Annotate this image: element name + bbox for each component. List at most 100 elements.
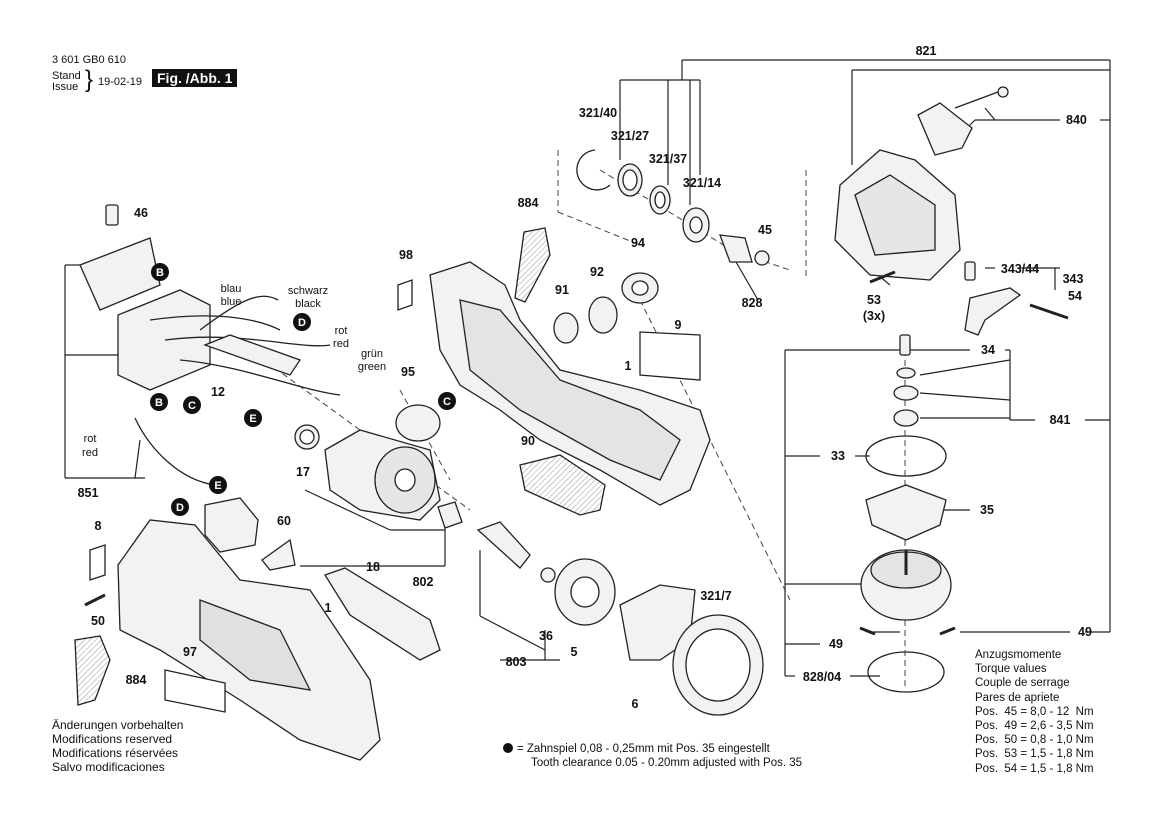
marker-e1-text: E bbox=[249, 413, 256, 425]
marker-e1: E bbox=[244, 409, 262, 427]
label-9-part bbox=[639, 331, 701, 381]
label-45: 45 bbox=[758, 223, 772, 237]
label-33: 33 bbox=[831, 449, 845, 463]
torque-values-table: Anzugsmomente Torque values Couple de se… bbox=[975, 648, 1094, 776]
label-821: 821 bbox=[916, 44, 937, 58]
marker-d1: D bbox=[293, 313, 311, 331]
wire-green: green bbox=[358, 361, 386, 373]
label-17: 17 bbox=[296, 465, 310, 479]
switch-lever-60 bbox=[261, 538, 296, 571]
label-1-top: 1 bbox=[625, 359, 632, 373]
torque-title-fr: Couple de serrage bbox=[975, 677, 1070, 690]
part-number: 3 601 GB0 610 bbox=[52, 54, 127, 66]
tooth-clearance-de-row: = Zahnspiel 0,08 - 0,25mm mit Pos. 35 ei… bbox=[503, 742, 802, 756]
wire-labels: blau blue schwarz black rot red grün gre… bbox=[82, 283, 386, 459]
spindle-part bbox=[476, 521, 531, 569]
label-92: 92 bbox=[590, 265, 604, 279]
label-95: 95 bbox=[401, 365, 415, 379]
label-802: 802 bbox=[413, 575, 434, 589]
marker-b2: B bbox=[150, 393, 168, 411]
label-1-bottom: 1 bbox=[325, 601, 332, 615]
torque-row: Pos. 53 = 1,5 - 1,8 Nm bbox=[975, 748, 1094, 761]
grill-884-top bbox=[514, 227, 551, 303]
label-321-27: 321/27 bbox=[611, 129, 649, 143]
connector-markers: B C D E B C D E bbox=[150, 263, 456, 516]
label-828-04: 828/04 bbox=[803, 670, 841, 684]
marker-e2-text: E bbox=[214, 480, 221, 492]
torque-row: Pos. 50 = 0,8 - 1,0 Nm bbox=[975, 734, 1094, 747]
part-labels: 821 840 321/40 321/27 321/37 321/14 884 … bbox=[78, 44, 1092, 711]
modification-notes: Änderungen vorbehalten Modifications res… bbox=[52, 718, 183, 774]
label-884-bottom: 884 bbox=[126, 673, 147, 687]
issue-label: Issue bbox=[52, 81, 79, 93]
magnet-91 bbox=[553, 312, 579, 344]
marker-c1: C bbox=[183, 396, 201, 414]
label-34: 34 bbox=[981, 343, 995, 357]
label-46: 46 bbox=[134, 206, 148, 220]
label-98-part bbox=[397, 279, 413, 311]
label-6: 6 bbox=[632, 697, 639, 711]
label-97-part bbox=[164, 669, 226, 713]
torque-title-de: Anzugsmomente bbox=[975, 649, 1062, 661]
label-321-14: 321/14 bbox=[683, 176, 721, 190]
torque-row: Pos. 49 = 2,6 - 3,5 Nm bbox=[975, 720, 1094, 733]
cap-95 bbox=[395, 404, 441, 442]
spindle-lock-part bbox=[917, 102, 973, 156]
label-851: 851 bbox=[78, 486, 99, 500]
label-35: 35 bbox=[980, 503, 994, 517]
wire-black: black bbox=[295, 298, 321, 310]
marker-d2: D bbox=[171, 498, 189, 516]
note-es: Salvo modificaciones bbox=[52, 760, 165, 774]
wire-blue: blue bbox=[221, 296, 242, 308]
grill-884-bottom bbox=[74, 635, 111, 706]
label-884-top: 884 bbox=[518, 196, 539, 210]
label-8: 8 bbox=[95, 519, 102, 533]
figure-badge: Fig. /Abb. 1 bbox=[152, 69, 238, 87]
label-321-7: 321/7 bbox=[700, 589, 731, 603]
torque-row: Pos. 45 = 8,0 - 12 Nm bbox=[975, 705, 1094, 718]
marker-d2-text: D bbox=[176, 502, 184, 514]
label-54: 54 bbox=[1068, 289, 1082, 303]
bullet-dot-icon bbox=[503, 743, 513, 753]
oring-828-04 bbox=[867, 651, 945, 693]
wire-red-2: red bbox=[82, 447, 98, 459]
label-9: 9 bbox=[675, 318, 682, 332]
marker-c1-text: C bbox=[188, 400, 196, 412]
label-828: 828 bbox=[742, 296, 763, 310]
ring-36 bbox=[540, 567, 556, 583]
pinion-part bbox=[719, 234, 753, 263]
label-321-40: 321/40 bbox=[579, 106, 617, 120]
marker-c2-text: C bbox=[443, 396, 451, 408]
marker-e2: E bbox=[209, 476, 227, 494]
wire-blau: blau bbox=[221, 283, 242, 295]
pin-34 bbox=[899, 334, 911, 356]
label-60: 60 bbox=[277, 514, 291, 528]
label-343: 343 bbox=[1063, 272, 1084, 286]
bearing-841 bbox=[893, 385, 919, 401]
label-53: 53 bbox=[867, 293, 881, 307]
oring-33 bbox=[865, 435, 947, 477]
label-49-right: 49 bbox=[1078, 625, 1092, 639]
tooth-clearance-note: = Zahnspiel 0,08 - 0,25mm mit Pos. 35 ei… bbox=[503, 742, 802, 770]
label-49-left: 49 bbox=[829, 637, 843, 651]
torque-row: Pos. 54 = 1,5 - 1,8 Nm bbox=[975, 762, 1094, 775]
marker-b2-text: B bbox=[155, 397, 163, 409]
note-fr: Modifications réservées bbox=[52, 746, 179, 760]
issue-date: 19-02-19 bbox=[98, 76, 143, 88]
label-321-37: 321/37 bbox=[649, 152, 687, 166]
lever-343 bbox=[964, 287, 1022, 336]
label-90: 90 bbox=[521, 434, 535, 448]
label-98: 98 bbox=[399, 248, 413, 262]
wire-gruen: grün bbox=[361, 348, 383, 360]
coupling-part bbox=[437, 501, 463, 529]
label-8-part bbox=[89, 544, 106, 581]
label-343-44: 343/44 bbox=[1001, 262, 1039, 276]
shim-35 bbox=[865, 484, 947, 541]
nut-45-part bbox=[754, 250, 770, 266]
filter-90-part bbox=[519, 454, 606, 516]
label-841: 841 bbox=[1050, 413, 1071, 427]
switch-part bbox=[204, 497, 259, 553]
label-803: 803 bbox=[506, 655, 527, 669]
tooth-clearance-en: Tooth clearance 0.05 - 0.20mm adjusted w… bbox=[531, 757, 803, 769]
